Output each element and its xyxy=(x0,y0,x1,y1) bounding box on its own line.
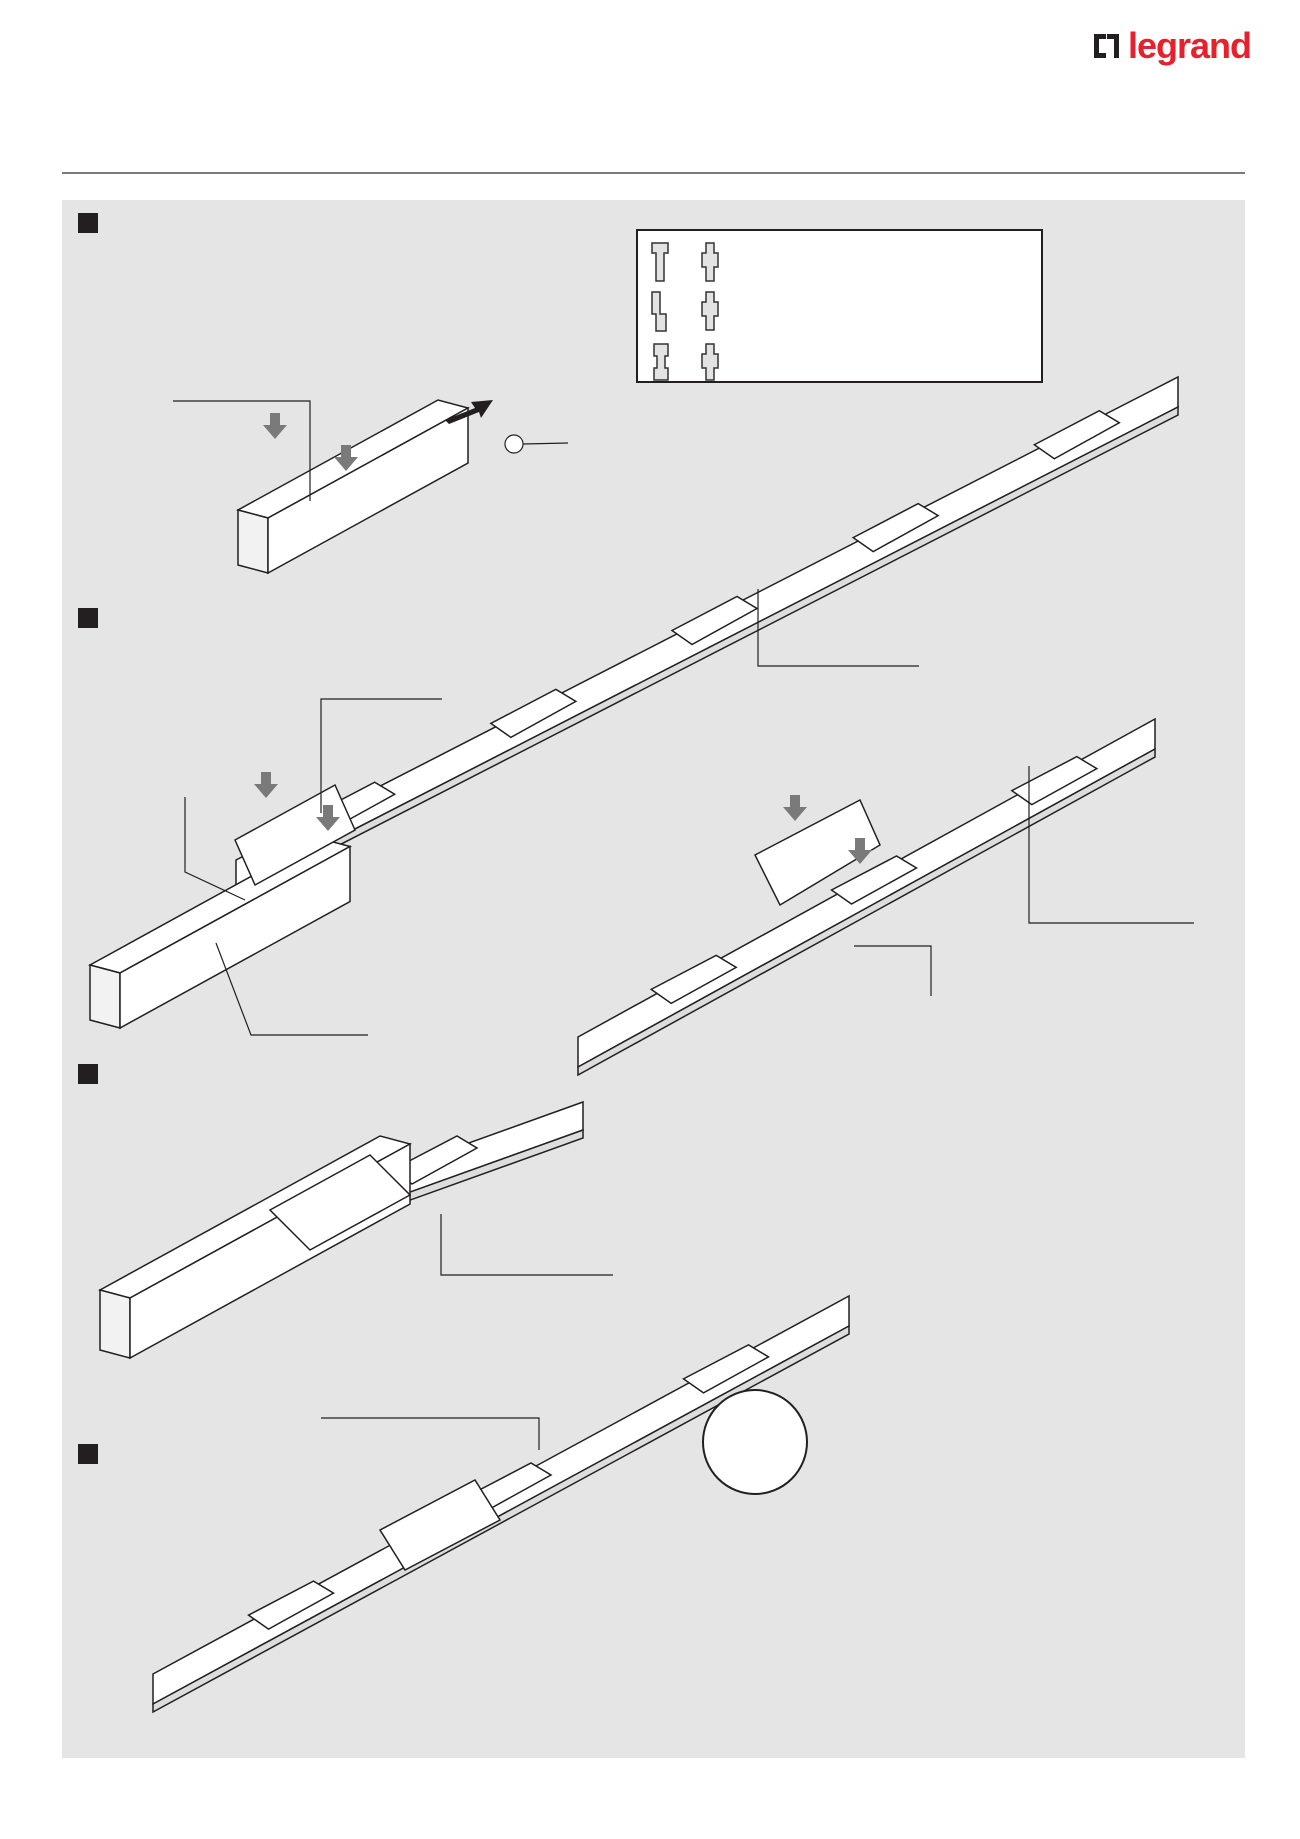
connector-t-icon xyxy=(651,242,669,282)
coupler-step4 xyxy=(378,1479,502,1571)
direction-arrow-icon xyxy=(445,400,493,424)
end-feed-box-step2-end xyxy=(89,964,121,1029)
connector-cross-icon xyxy=(701,291,719,331)
coupler-step2 xyxy=(754,798,881,907)
end-cap-step3 xyxy=(268,1154,412,1251)
end-feed-box-step1-side xyxy=(267,406,469,575)
leader-line xyxy=(440,1214,613,1276)
leader-line xyxy=(173,400,311,501)
socket-outlet xyxy=(682,1344,771,1394)
step-3-marker xyxy=(78,1064,98,1084)
leader-line xyxy=(321,1417,540,1450)
detail-callout-circle xyxy=(504,434,524,454)
press-down-arrow-icon xyxy=(334,445,358,471)
connector-l-icon xyxy=(651,291,667,332)
leader-line xyxy=(1028,766,1194,924)
legrand-logo-mark xyxy=(1094,32,1120,60)
step-1-marker xyxy=(78,213,98,233)
header-divider xyxy=(62,172,1245,174)
leader-line xyxy=(757,589,919,667)
connector-cross-icon xyxy=(701,242,719,282)
press-down-arrow-icon xyxy=(254,772,278,798)
leader-line xyxy=(320,698,442,813)
connector-shapes xyxy=(651,242,719,381)
socket-outlet xyxy=(670,595,759,646)
leader-line xyxy=(184,797,246,901)
connector-i-icon xyxy=(653,343,669,381)
end-feed-box-step3-end xyxy=(99,1289,131,1359)
leader-line xyxy=(215,942,368,1036)
socket-outlet xyxy=(1010,755,1099,806)
step-2-marker xyxy=(78,608,98,628)
socket-outlet xyxy=(489,688,578,739)
socket-outlet xyxy=(247,1580,336,1631)
power-track-step4-edge xyxy=(152,1324,850,1714)
socket-outlet xyxy=(649,954,738,1005)
press-down-arrow-icon xyxy=(316,805,340,831)
power-track-section-edge xyxy=(577,747,1156,1077)
press-down-arrow-icon xyxy=(263,413,287,439)
press-down-arrow-icon xyxy=(783,795,807,821)
socket-outlet xyxy=(830,855,919,905)
legrand-logo-text: legrand xyxy=(1128,25,1252,66)
screw-detail-callout xyxy=(702,1389,808,1495)
connector-cross-icon xyxy=(701,343,719,381)
leader-line xyxy=(522,442,569,445)
end-feed-box-step1-end xyxy=(237,509,269,574)
step-4-marker xyxy=(78,1444,98,1464)
leader-lines xyxy=(173,400,1194,1495)
socket-outlet xyxy=(851,502,940,553)
connector-legend xyxy=(636,229,1043,383)
leader-line xyxy=(854,945,932,996)
socket-outlet xyxy=(1032,409,1121,460)
press-down-arrow-icon xyxy=(848,838,872,864)
end-feed-box-step2-side xyxy=(119,845,351,1030)
legrand-logo: legrand xyxy=(1094,25,1252,66)
